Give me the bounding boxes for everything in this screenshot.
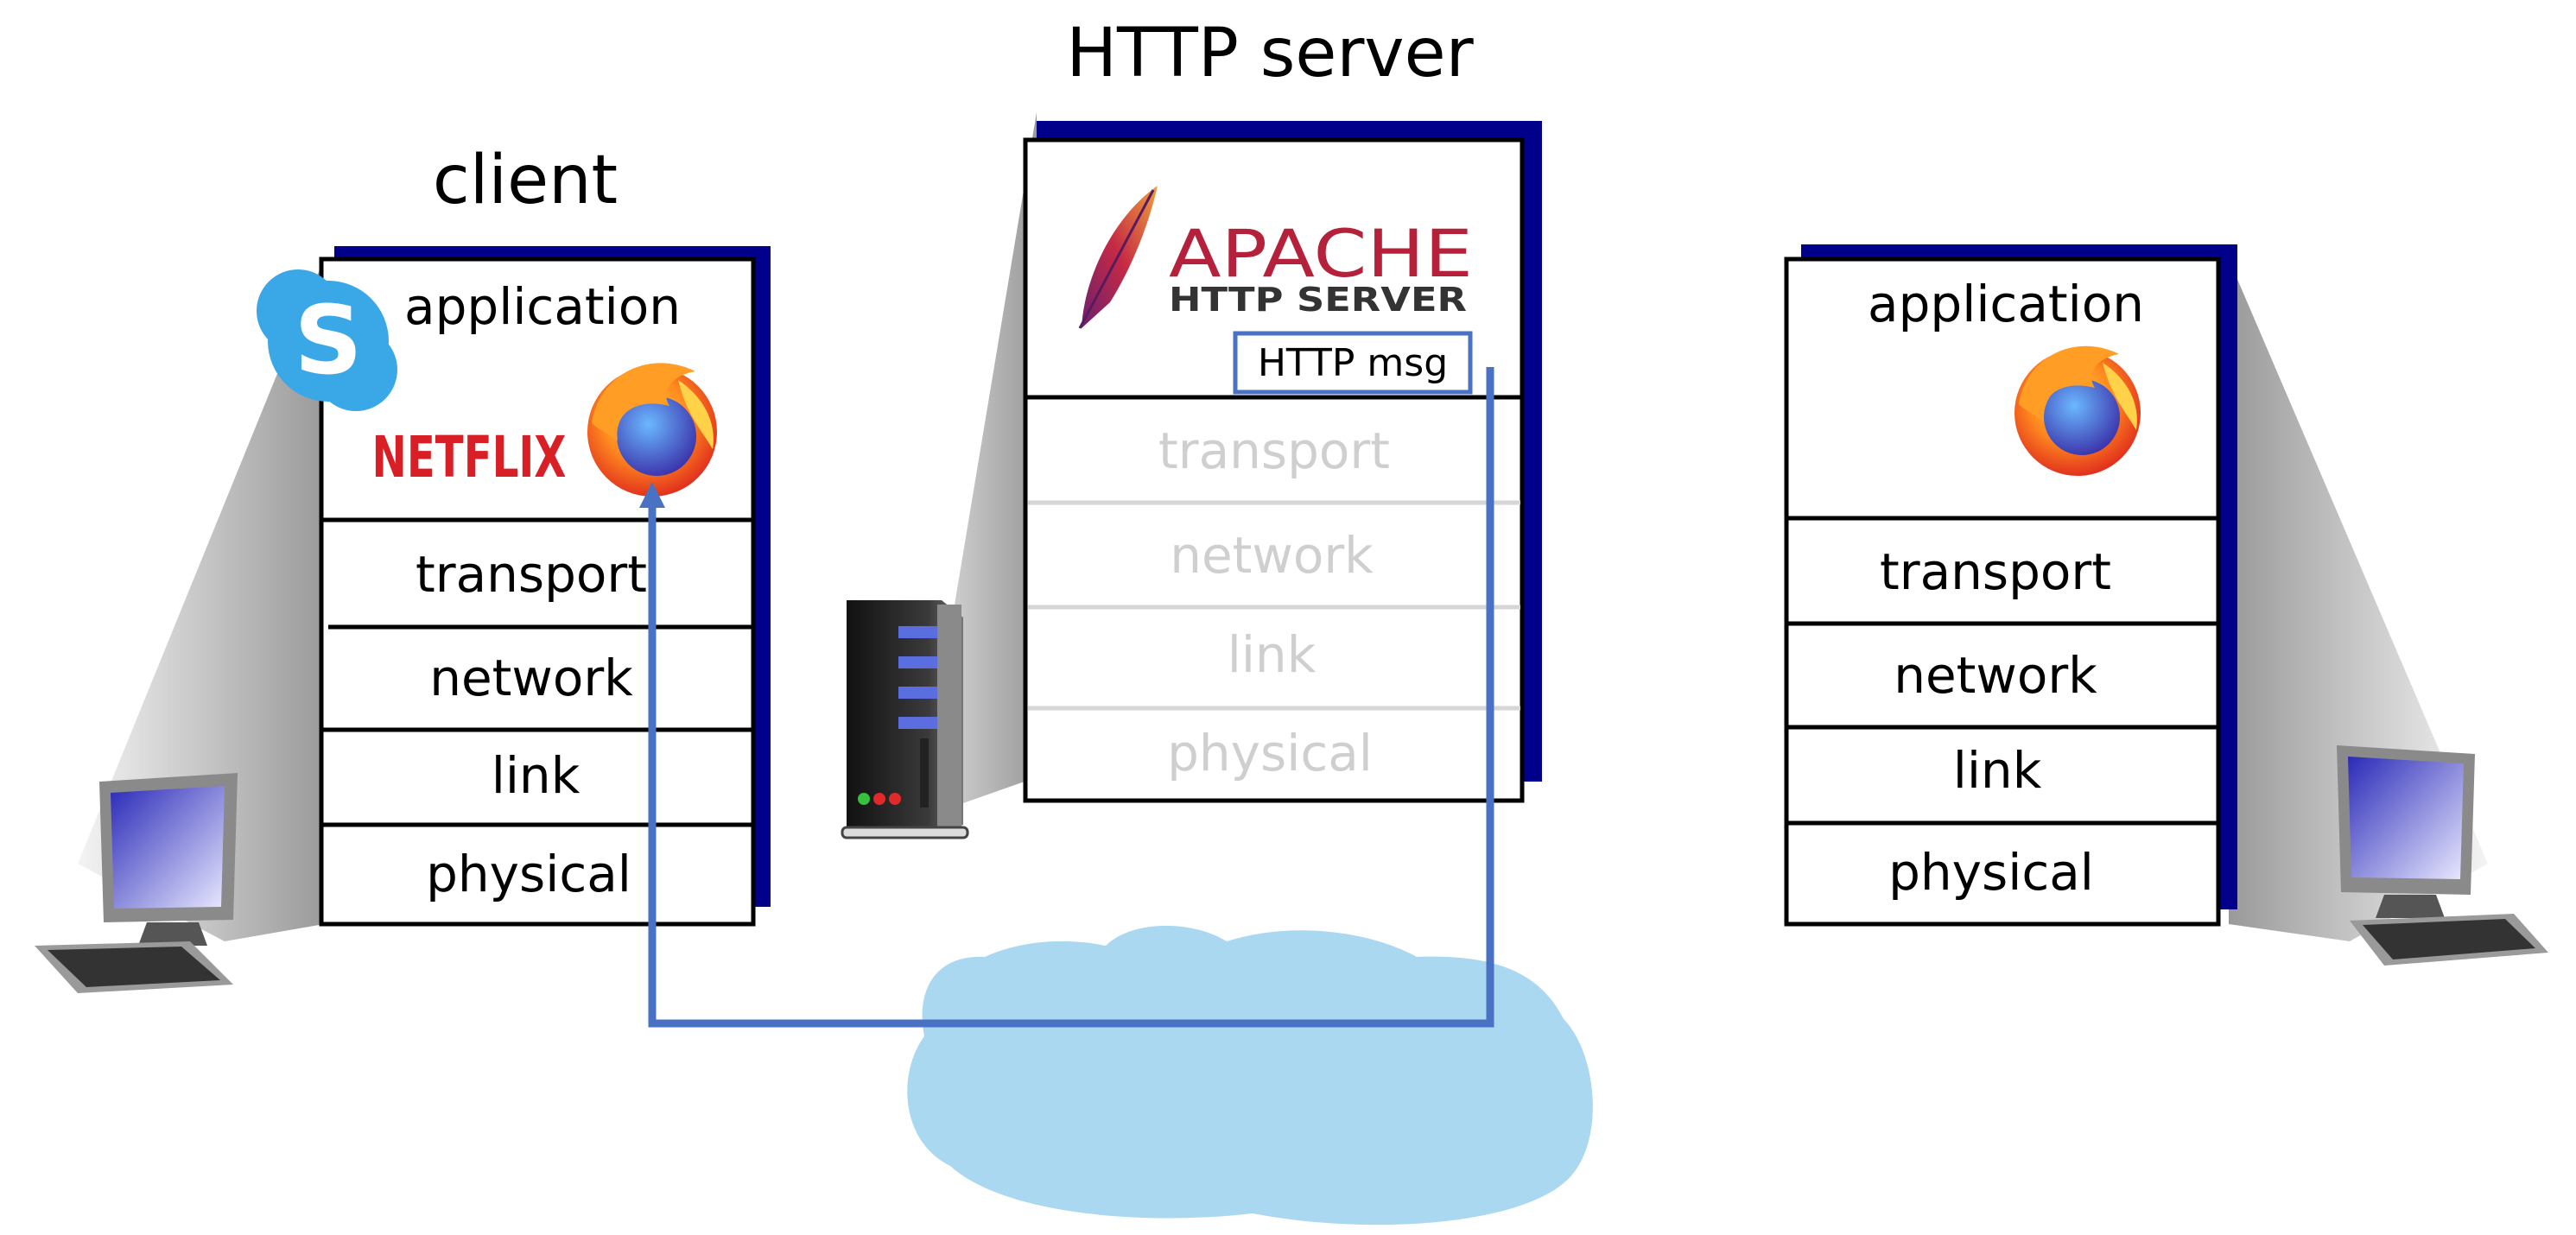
right-layer-transport: transport [1880,542,2111,601]
right-layer-physical: physical [1888,843,2094,902]
client-stack: application transport network link physi… [257,246,771,927]
apache-feather-icon [1078,186,1158,329]
server-beam [890,112,1037,829]
right-host-stack: application transport network link physi… [1784,244,2237,927]
server-layer-link: link [1228,625,1317,684]
desktop-computer-icon [2337,745,2548,966]
firefox-icon [587,363,717,497]
desktop-computer-icon [35,773,238,993]
right-layer-application: application [1868,275,2144,333]
client-title: client [433,142,618,219]
server-title: HTTP server [1066,15,1474,92]
arrowhead-icon [639,482,665,508]
server-layer-transport: transport [1158,421,1390,480]
apache-logo-subtext: HTTP SERVER [1169,281,1467,319]
client-layer-transport: transport [416,545,647,604]
http-msg-label: HTTP msg [1258,341,1448,385]
http-message-path [639,367,1494,1028]
client-layer-network: network [429,649,633,707]
client-layer-link: link [492,746,581,805]
right-layer-network: network [1894,646,2097,705]
apache-logo-text: APACHE [1169,215,1473,292]
server-layer-network: network [1170,526,1374,585]
skype-icon: S [257,269,397,411]
client-layer-application: application [404,277,681,336]
right-layer-link: link [1953,741,2042,800]
svg-text:S: S [294,285,362,396]
client-beam [78,259,324,941]
http-msg-box [1233,331,1473,395]
netflix-logo: NETFLIX [372,424,567,491]
firefox-icon [2014,345,2141,476]
network-cloud-icon [907,925,1593,1226]
server-layer-physical: physical [1167,724,1373,782]
client-layer-physical: physical [426,845,631,903]
server-tower-icon [841,600,969,839]
server-stack: transport network link physical APACHE H… [1023,121,1542,803]
